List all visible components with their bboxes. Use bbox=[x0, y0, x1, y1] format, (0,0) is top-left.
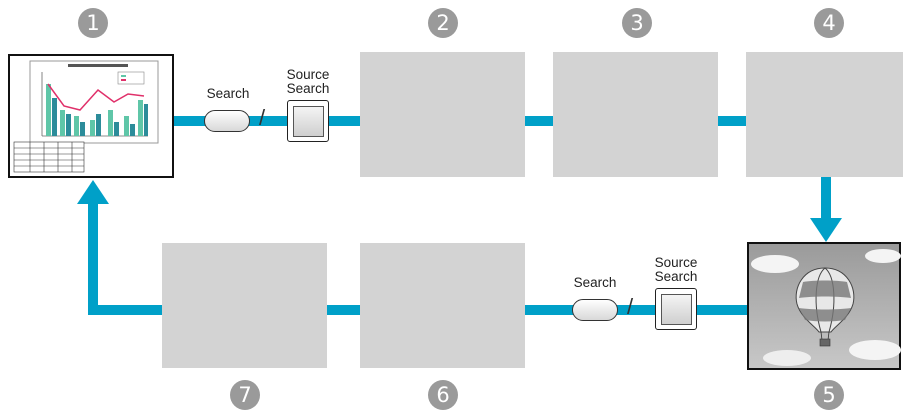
bottom-source-search-button[interactable] bbox=[655, 288, 697, 330]
up-flow-line bbox=[88, 200, 98, 315]
step-4-number: 4 bbox=[814, 8, 844, 38]
bottom-source-search-button-face bbox=[661, 294, 692, 325]
step-5-number: 5 bbox=[814, 380, 844, 410]
step-3-number: 3 bbox=[622, 8, 652, 38]
step-7-placeholder bbox=[162, 243, 327, 368]
bottom-source-search-label: Source Search bbox=[654, 255, 698, 284]
step-4-placeholder bbox=[746, 52, 903, 177]
top-source-search-label: Source Search bbox=[286, 67, 330, 96]
top-separator-slash: / bbox=[259, 105, 266, 130]
up-arrowhead bbox=[77, 180, 109, 204]
step-6-number: 6 bbox=[428, 380, 458, 410]
top-source-search-button[interactable] bbox=[287, 100, 329, 142]
step-3-placeholder bbox=[553, 52, 718, 177]
step-1-number: 1 bbox=[78, 8, 108, 38]
top-search-label: Search bbox=[206, 86, 250, 101]
bottom-search-button[interactable] bbox=[572, 299, 618, 321]
down-arrowhead bbox=[810, 218, 842, 242]
balloon-photo-image bbox=[747, 242, 901, 370]
top-search-button[interactable] bbox=[204, 110, 250, 132]
top-source-search-button-face bbox=[293, 106, 324, 137]
step-7-number: 7 bbox=[230, 380, 260, 410]
chart-screen-image bbox=[8, 54, 174, 178]
bottom-separator-slash: / bbox=[627, 294, 634, 319]
bottom-search-label: Search bbox=[573, 275, 617, 290]
step-2-number: 2 bbox=[428, 8, 458, 38]
step-2-placeholder bbox=[360, 52, 525, 177]
step-6-placeholder bbox=[360, 243, 525, 368]
